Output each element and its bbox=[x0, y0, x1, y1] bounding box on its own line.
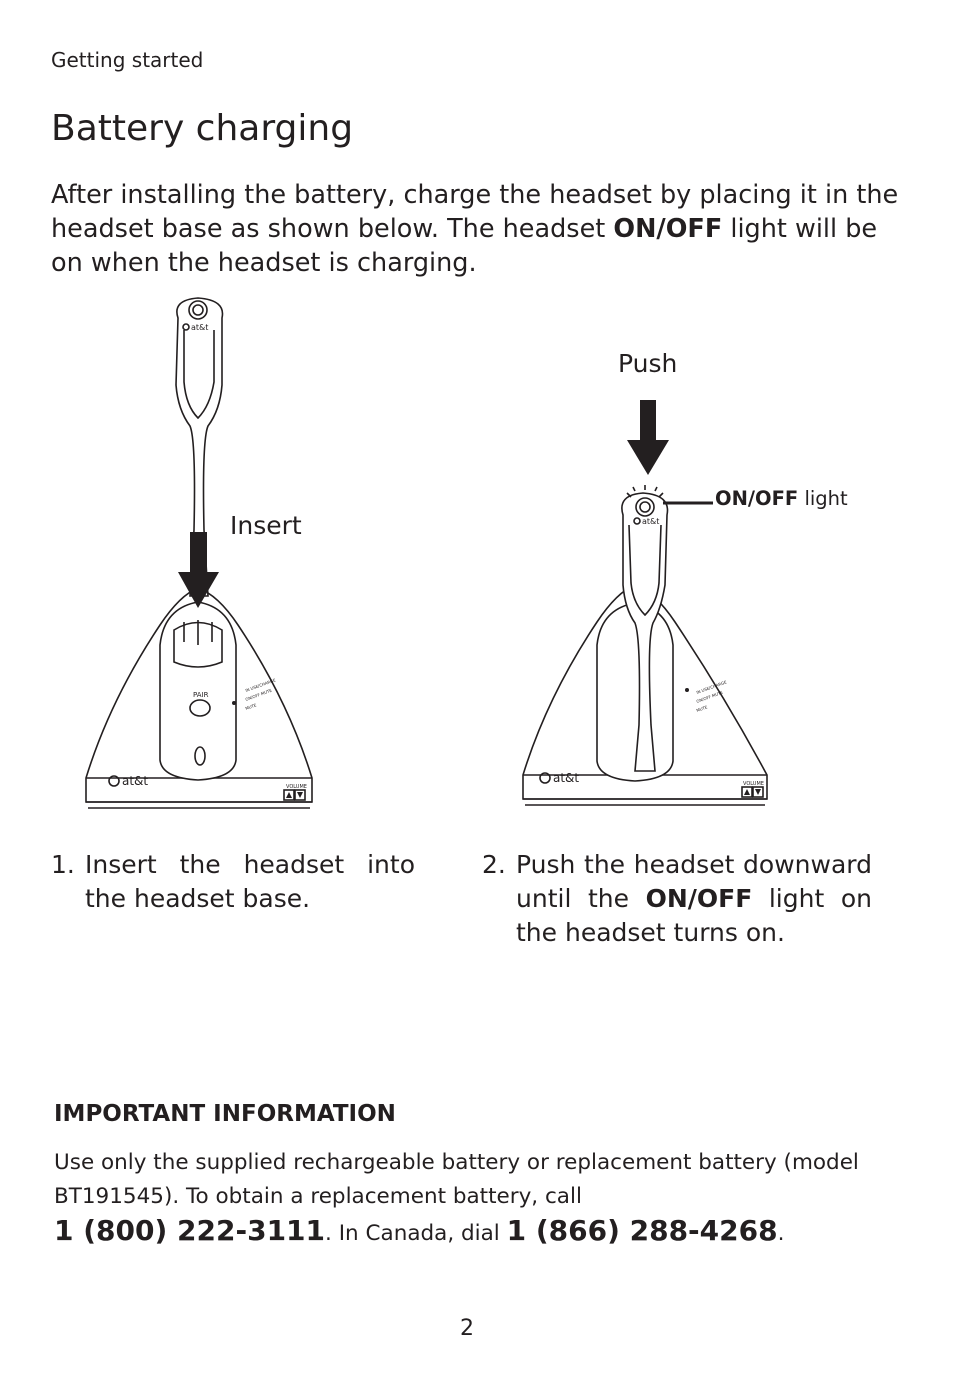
base-cradle bbox=[596, 602, 674, 782]
step-text: Insert the headset into the headset base… bbox=[85, 850, 415, 913]
important-text-2: . In Canada, dial bbox=[325, 1221, 507, 1246]
insert-arrow-head bbox=[178, 572, 219, 608]
important-text-1: Use only the supplied rechargeable batte… bbox=[54, 1150, 859, 1209]
figure-insert-headset: PAIR IN USE/CHARGE ON/OFF MUTE MUTE at&t… bbox=[85, 297, 313, 809]
push-arrow-shaft bbox=[640, 400, 656, 440]
headset-body bbox=[175, 297, 224, 597]
intro-paragraph: After installing the battery, charge the… bbox=[51, 178, 911, 280]
step-2: 2. Push the headset downward until the O… bbox=[482, 848, 876, 952]
headset-brand-logo: at&t bbox=[191, 323, 208, 332]
headset-onoff-button bbox=[635, 497, 655, 517]
headset-brand-logo: at&t bbox=[642, 517, 659, 526]
step2-onoff-bold: ON/OFF bbox=[645, 884, 753, 913]
page-number: 2 bbox=[460, 1316, 474, 1341]
step-number: 1. bbox=[51, 850, 75, 879]
onoff-light-callout: ON/OFF light bbox=[715, 487, 848, 510]
pair-button bbox=[189, 699, 211, 717]
base-brand-logo: at&t bbox=[553, 771, 579, 785]
insert-callout: Insert bbox=[230, 511, 302, 540]
step-number: 2. bbox=[482, 850, 506, 879]
base-cradle bbox=[159, 601, 237, 781]
onoff-callout-rest: light bbox=[798, 487, 848, 510]
pair-label: PAIR bbox=[193, 691, 209, 699]
intro-onoff-bold: ON/OFF bbox=[613, 214, 723, 244]
push-callout: Push bbox=[618, 349, 678, 378]
important-info-text: Use only the supplied rechargeable batte… bbox=[54, 1146, 914, 1251]
section-label: Getting started bbox=[51, 48, 204, 72]
onoff-light-rays bbox=[626, 485, 664, 498]
volume-label: VOLUME bbox=[286, 784, 307, 790]
phone-canada: 1 (866) 288-4268 bbox=[506, 1214, 778, 1247]
insert-arrow-shaft bbox=[190, 532, 207, 572]
important-text-3: . bbox=[777, 1221, 785, 1246]
step2-text-start: Push the headset downward until the bbox=[516, 850, 872, 913]
base-brand-logo: at&t bbox=[122, 774, 148, 788]
important-info-title: IMPORTANT INFORMATION bbox=[54, 1101, 396, 1127]
volume-label: VOLUME bbox=[743, 781, 764, 787]
step2-text-end: light on the headset turns on. bbox=[516, 884, 872, 947]
intro-text-end: light will be on when the headset is cha… bbox=[51, 214, 878, 278]
headset-onoff-button bbox=[188, 300, 208, 320]
phone-us: 1 (800) 222-3111 bbox=[54, 1214, 326, 1247]
headset-body bbox=[621, 492, 669, 772]
page-title: Battery charging bbox=[51, 108, 354, 149]
led-label-3: MUTE bbox=[696, 704, 709, 713]
intro-text-start: After installing the battery, charge the… bbox=[51, 180, 899, 244]
push-arrow-head bbox=[627, 440, 669, 475]
step-text: Push the headset downward until the ON/O… bbox=[516, 848, 872, 950]
led-label-3: MUTE bbox=[245, 702, 258, 711]
onoff-callout-bold: ON/OFF bbox=[715, 487, 799, 510]
step-1: 1. Insert the headset into the headset b… bbox=[51, 848, 419, 918]
figure-push-headset: IN USE/CHARGE ON/OFF MUTE MUTE at&t VOLU… bbox=[522, 400, 768, 806]
